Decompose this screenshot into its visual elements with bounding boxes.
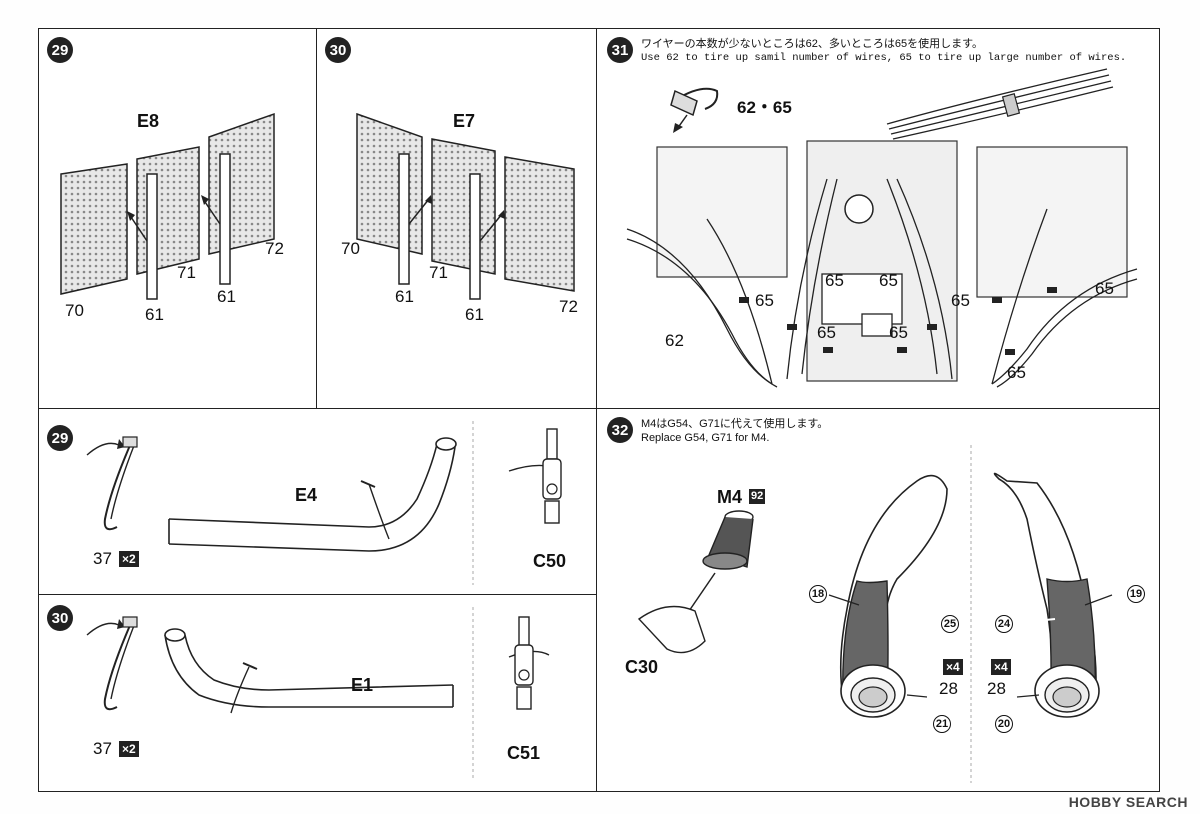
part-label-65: 65 — [1007, 363, 1026, 382]
part-label-e1: E1 — [351, 675, 374, 695]
panel-step-32: 32 M4はG54、G71に代えて使用します。 Replace G54, G71… — [596, 408, 1160, 792]
quantity-badge: ×2 — [119, 741, 139, 757]
part-label-65: 65 — [825, 271, 844, 290]
part-label-65: 65 — [951, 291, 970, 310]
fender-panels-e7-drawing — [356, 112, 575, 300]
part-label-61-right: 61 — [465, 305, 484, 324]
panel-step-29-top: 29 E8 70 71 72 61 61 — [38, 28, 318, 410]
step-number: 30 — [47, 605, 73, 631]
part-label-71: 71 — [177, 263, 196, 282]
panel-step-29-bottom: 29 E4 37 ×2 C50 — [38, 408, 598, 596]
part-label-65: 65 — [879, 271, 898, 290]
instruction-note-en: Use 62 to tire up samil number of wires,… — [641, 52, 1127, 64]
instruction-note-jp: ワイヤーの本数が少ないところは62、多いところは65を使用します。 — [641, 38, 984, 50]
color-callout-20: 20 — [995, 715, 1013, 733]
part-label-65: 65 — [889, 323, 908, 342]
quantity-badge: ×4 — [991, 659, 1011, 675]
part-label-m4: M4 — [717, 487, 743, 507]
part-label-c50: C50 — [533, 551, 567, 571]
step-number: 29 — [47, 425, 73, 451]
instruction-note-en: Replace G54, G71 for M4. — [641, 432, 770, 444]
color-callout-21: 21 — [933, 715, 951, 733]
step-number: 29 — [47, 37, 73, 63]
step-number: 31 — [607, 37, 633, 63]
part-label-28-left: 28 — [939, 679, 958, 698]
step-number: 32 — [607, 417, 633, 443]
part-label-71: 71 — [429, 263, 448, 282]
part-number-badge: 92 — [749, 489, 766, 504]
part-label-28-right: 28 — [987, 679, 1006, 698]
part-label-61-left: 61 — [145, 305, 164, 324]
part-label-61-right: 61 — [217, 287, 236, 306]
panel-step-31: 31 ワイヤーの本数が少ないところは62、多いところは65を使用します。 Use… — [596, 28, 1160, 410]
part-label-61-left: 61 — [395, 287, 414, 306]
color-callout-18: 18 — [809, 585, 827, 603]
exhaust-pipe-e1-drawing — [86, 607, 550, 781]
part-label-65: 65 — [817, 323, 836, 342]
part-label-37: 37 — [93, 739, 112, 758]
panel-step-30-top: 30 E7 70 71 72 61 61 — [316, 28, 598, 410]
color-callout-24: 24 — [995, 615, 1013, 633]
part-label-70: 70 — [65, 301, 84, 320]
instruction-note-jp: M4はG54、G71に代えて使用します。 — [641, 418, 829, 430]
part-label-72: 72 — [265, 239, 284, 258]
quantity-badge: ×4 — [943, 659, 963, 675]
exhaust-tips-drawing — [637, 445, 1113, 783]
watermark: HOBBY SEARCH — [1068, 794, 1188, 810]
part-label-37: 37 — [93, 549, 112, 568]
part-label-e4: E4 — [295, 485, 318, 505]
engine-wiring-drawing — [626, 68, 1138, 388]
part-label-72: 72 — [559, 297, 578, 316]
part-label-70: 70 — [341, 239, 360, 258]
step-number: 30 — [325, 37, 351, 63]
color-callout-25: 25 — [941, 615, 959, 633]
exhaust-pipe-e4-drawing — [86, 421, 562, 585]
part-label-c51: C51 — [507, 743, 541, 763]
part-label-e7: E7 — [453, 111, 476, 131]
part-label-62: 62 — [665, 331, 684, 350]
color-callout-19: 19 — [1127, 585, 1145, 603]
panel-step-30-bottom: 30 E1 37 ×2 C51 — [38, 594, 598, 792]
part-label-65: 65 — [1095, 279, 1114, 298]
fender-panels-e8-drawing — [60, 112, 275, 300]
clip-label: 62・65 — [737, 98, 792, 117]
part-label-65: 65 — [755, 291, 774, 310]
part-label-c30: C30 — [625, 657, 659, 677]
part-label-e8: E8 — [137, 111, 160, 131]
quantity-badge: ×2 — [119, 551, 139, 567]
